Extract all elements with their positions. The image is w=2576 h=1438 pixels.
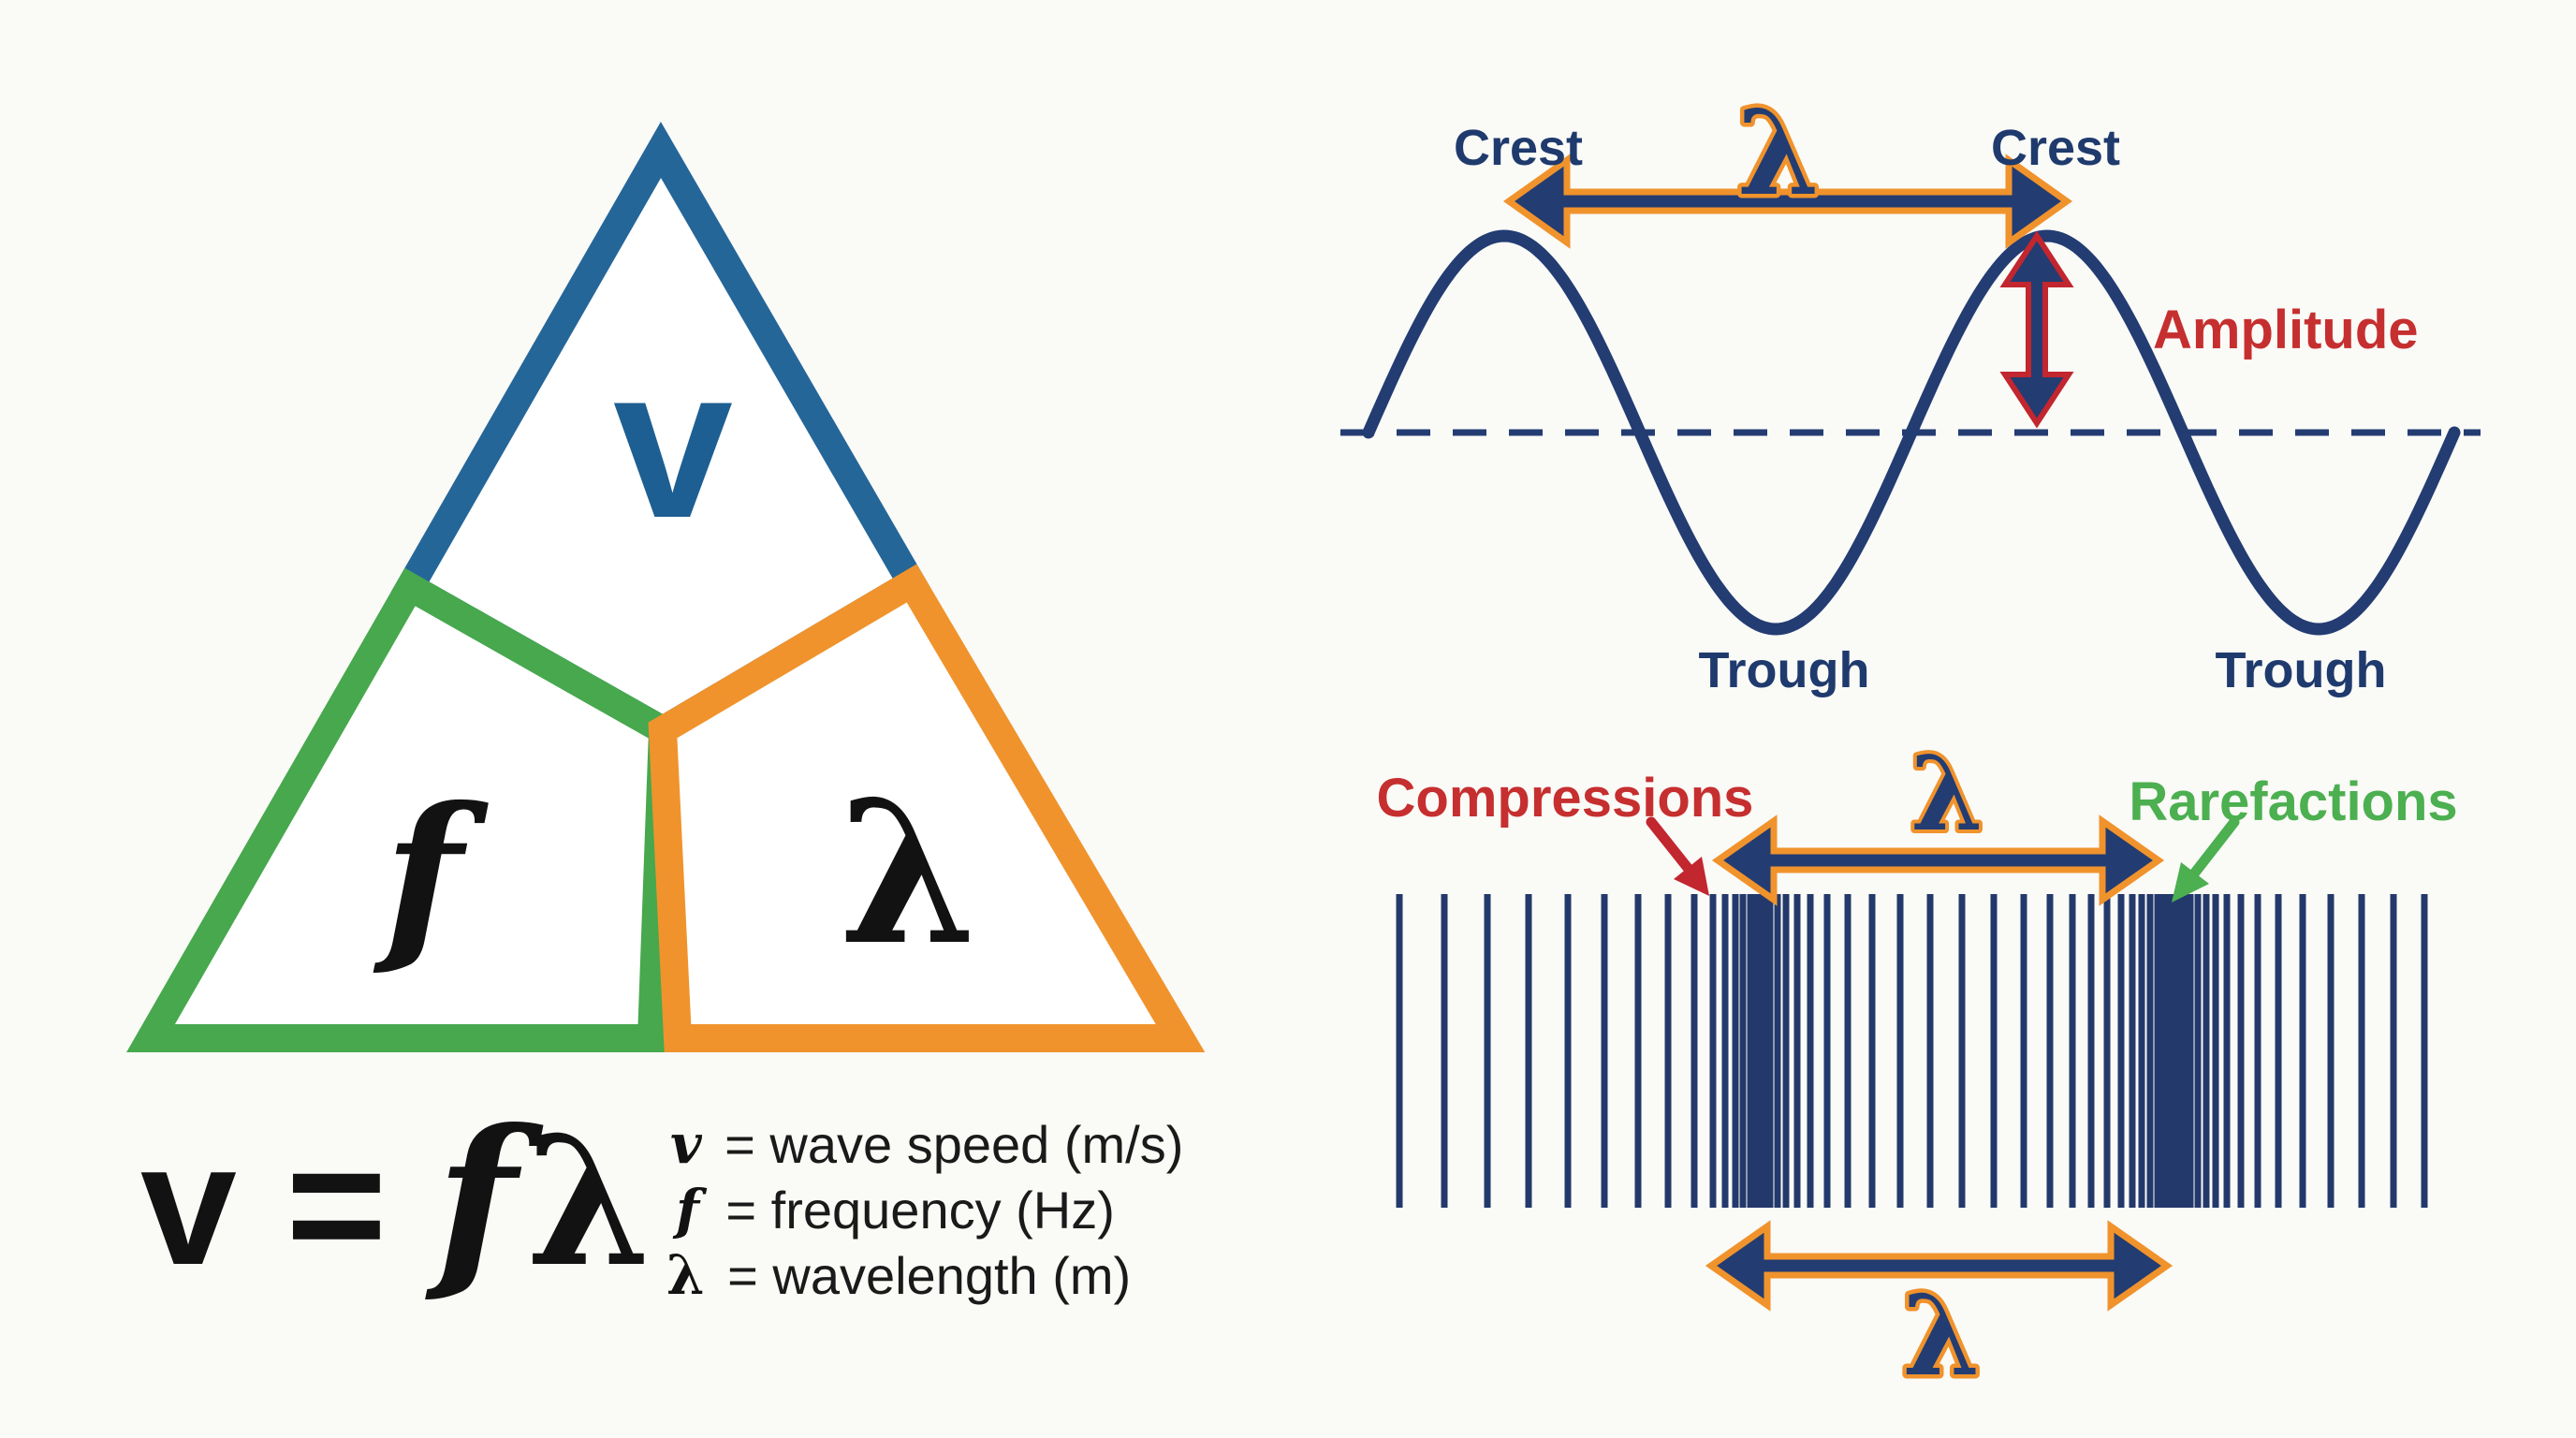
- legend-text-f: = frequency (Hz): [725, 1181, 1115, 1240]
- lambda-symbol-top: λ: [1910, 733, 1983, 854]
- triangle-section-f: [126, 567, 678, 1052]
- formula-v: v: [140, 1108, 237, 1301]
- triangle-label-lambda: λ: [839, 757, 976, 989]
- sine-curve: [1362, 229, 2461, 636]
- wavelength-arrow-bottom: [1705, 1220, 2174, 1312]
- legend: v = wave speed (m/s) f = frequency (Hz) …: [666, 1112, 1183, 1307]
- lambda-symbol-bottom: λ: [1903, 1270, 1981, 1401]
- trough-label-right: Trough: [2216, 642, 2387, 698]
- rarefaction-pointer-arrow: [2189, 816, 2240, 878]
- legend-text-lambda: = wavelength (m): [727, 1246, 1131, 1305]
- legend-symbol-f: f: [672, 1178, 708, 1241]
- legend-text-v: = wave speed (m/s): [724, 1115, 1183, 1174]
- legend-line-v: v = wave speed (m/s): [670, 1112, 1183, 1176]
- amplitude-arrow: [1999, 230, 2074, 429]
- formula-equals: =: [285, 1108, 387, 1301]
- lambda-symbol-transverse: λ: [1737, 85, 1820, 222]
- transverse-wave-panel: λ Crest Crest Trough Trough Amplitude: [1340, 81, 2481, 698]
- legend-line-lambda: λ = wavelength (m): [666, 1243, 1131, 1307]
- formula-text: v = f λ: [140, 1089, 651, 1309]
- compression-pointer-head: [1674, 857, 1709, 896]
- pressure-lines: [1396, 894, 2428, 1208]
- legend-symbol-v: v: [670, 1112, 703, 1176]
- rarefaction-pointer-head: [2172, 862, 2209, 902]
- compression-pointer-arrow: [1646, 816, 1693, 873]
- rarefactions-label: Rarefactions: [2129, 771, 2457, 832]
- wavelength-arrow-top: [1711, 814, 2165, 906]
- crest-label-left: Crest: [1454, 120, 1583, 176]
- crest-label-right: Crest: [1991, 120, 2120, 176]
- trough-label-left: Trough: [1699, 642, 1870, 698]
- triangle-section-lambda: [648, 564, 1206, 1052]
- compressions-label: Compressions: [1377, 768, 1754, 829]
- wavelength-arrow-transverse: [1502, 154, 2073, 249]
- formula-block: v = f λ: [140, 1089, 651, 1309]
- formula-lambda: λ: [526, 1097, 651, 1306]
- triangle-label-v: v: [613, 322, 733, 563]
- wave-equation-triangle: v f λ: [126, 121, 1206, 1052]
- amplitude-label: Amplitude: [2153, 300, 2419, 360]
- legend-line-f: f = frequency (Hz): [672, 1178, 1115, 1241]
- legend-symbol-lambda: λ: [666, 1243, 705, 1307]
- longitudinal-wave-panel: Compressions Rarefactions λ λ: [1377, 729, 2458, 1405]
